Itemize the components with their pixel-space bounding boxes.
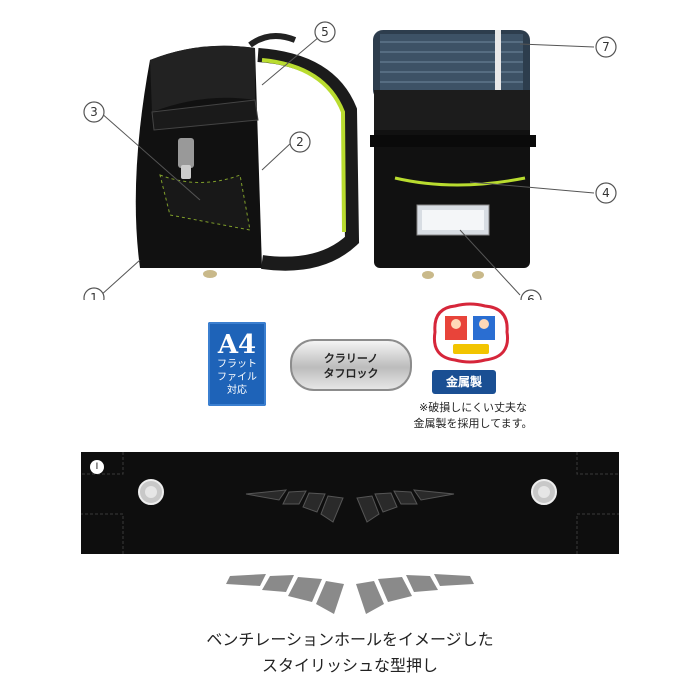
clarino-badge-line1: クラリーノ (323, 352, 379, 365)
callout-lines (99, 31, 595, 297)
svg-text:5: 5 (321, 25, 329, 39)
panel-callout-1: I (90, 460, 104, 474)
vent-pattern-icon (226, 574, 474, 614)
a4-badge-line3: 対応 (227, 385, 247, 396)
metal-note: ※破損しにくい丈夫な 金属製を採用してます。 (398, 400, 548, 432)
a4-badge-line2: ファイル (217, 372, 257, 383)
callout-3: 3 (83, 101, 105, 123)
closeup-panel (81, 452, 619, 554)
callout-7: 7 (595, 36, 617, 58)
caption-line1: ベンチレーションホールをイメージした (206, 630, 494, 649)
svg-text:1: 1 (90, 291, 98, 300)
svg-text:3: 3 (90, 105, 98, 119)
svg-text:7: 7 (602, 40, 610, 54)
product-illustration: 5 7 3 2 4 1 6 (83, 21, 617, 300)
svg-text:4: 4 (602, 186, 610, 200)
svg-text:2: 2 (296, 135, 304, 149)
a4-badge-title: A4 (217, 330, 257, 360)
metal-badge: 金属製 (432, 370, 496, 394)
closeup-embossing (81, 452, 619, 554)
metal-note-line2: 金属製を採用してます。 (413, 417, 533, 430)
callout-5: 5 (314, 21, 336, 43)
callout-1: 1 (83, 287, 105, 300)
caption-line2: スタイリッシュな型押し (261, 656, 438, 675)
callout-4: 4 (595, 182, 617, 204)
mascot-logo-icon (432, 302, 510, 364)
side-view-bag (135, 33, 360, 278)
clarino-badge-line2: タフロック (323, 367, 379, 380)
metal-note-line1: ※破損しにくい丈夫な (419, 401, 527, 414)
callout-6: 6 (520, 289, 542, 300)
front-view-bag (370, 30, 536, 279)
clarino-badge: クラリーノ タフロック (290, 339, 412, 391)
callout-2: 2 (289, 131, 311, 153)
a4-flat-file-badge: A4 フラット ファイル 対応 (208, 322, 266, 406)
svg-text:6: 6 (527, 293, 535, 300)
a4-badge-line1: フラット (217, 359, 257, 370)
